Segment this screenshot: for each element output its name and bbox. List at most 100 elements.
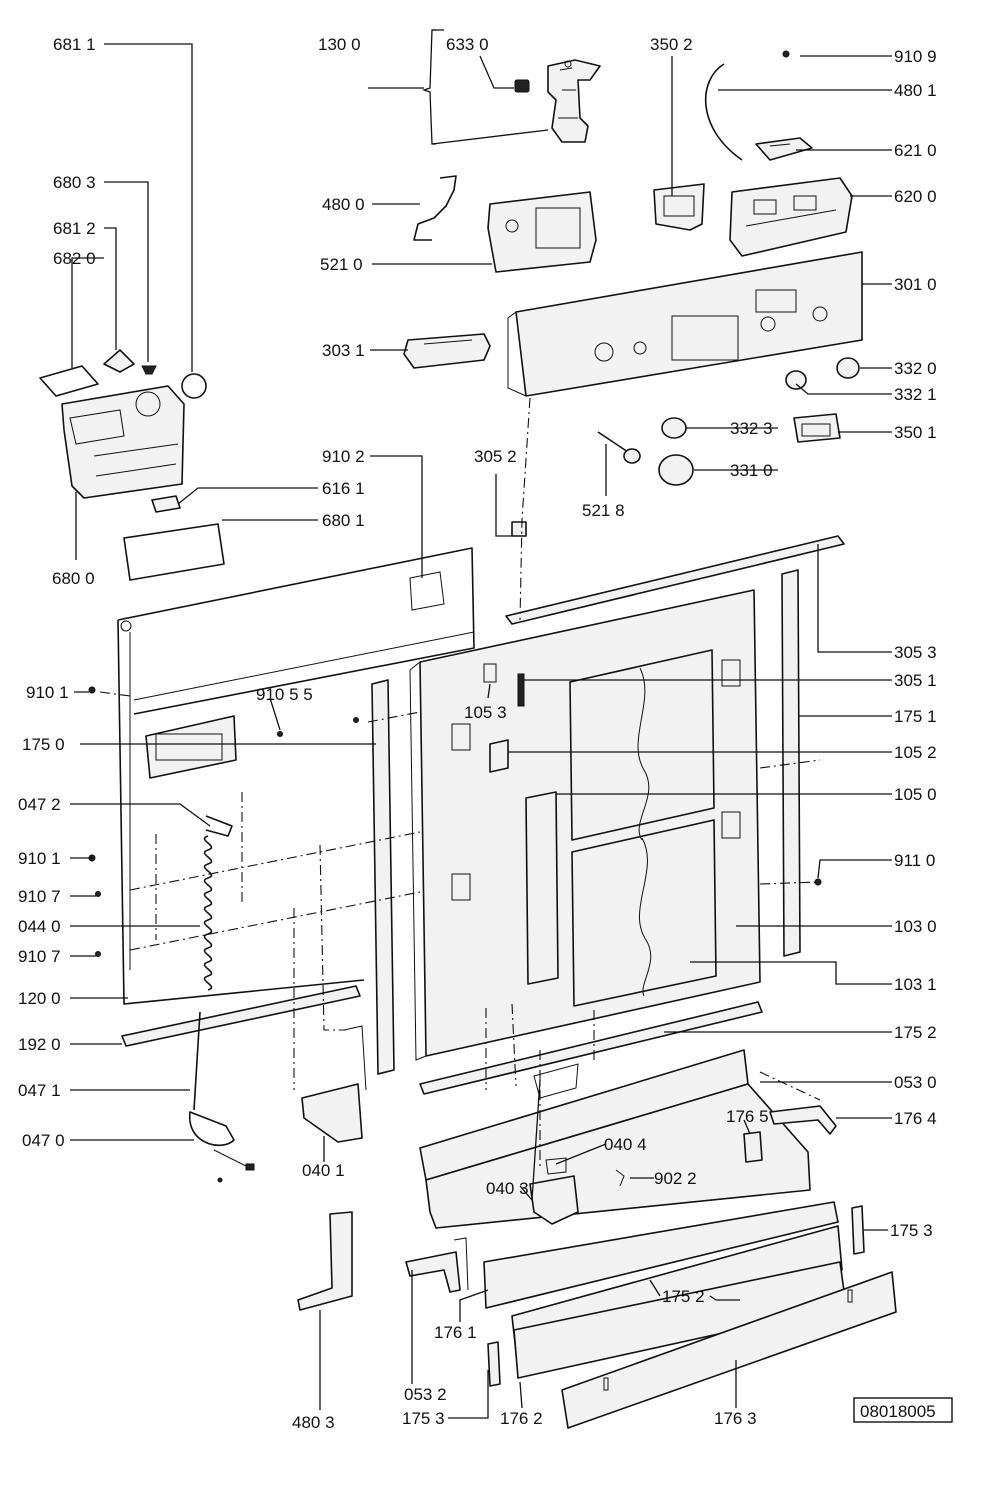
callout-040-3: 040 3 (486, 1179, 529, 1198)
callout-681-1: 681 1 (53, 35, 96, 54)
dispenser-seal-part (123, 523, 225, 581)
callout-480-3: 480 3 (292, 1413, 335, 1432)
callout-103-1: 103 1 (894, 975, 937, 994)
side-strip-left-part (371, 679, 395, 1075)
dispenser-small-gasket-part (151, 495, 181, 513)
callout-910-7-upper: 910 7 (18, 887, 61, 906)
selector-knob-part (658, 454, 694, 486)
control-panel-part (507, 251, 863, 397)
support-foot-part (297, 1211, 353, 1311)
callout-176-2: 176 2 (500, 1409, 543, 1428)
wire-harness-part (413, 175, 457, 241)
callout-680-3: 680 3 (53, 173, 96, 192)
cord-part (189, 1011, 255, 1171)
callout-521-8: 521 8 (582, 501, 625, 520)
callout-910-1-upper: 910 1 (26, 683, 69, 702)
hinge-bracket-part (301, 1025, 367, 1143)
callout-047-2: 047 2 (18, 795, 61, 814)
cable-clip-part (514, 79, 530, 93)
window-bracket-part (145, 715, 237, 779)
kick-plate-strip-1-part (483, 1201, 839, 1309)
door-hinge-bar-part (121, 985, 361, 1047)
dispenser-body-part (61, 385, 185, 499)
callout-633-0: 633 0 (446, 35, 489, 54)
control-bracket-part (755, 137, 813, 161)
handle-part (529, 1157, 579, 1225)
kick-plate-panel-part (561, 1271, 897, 1429)
spring-part (203, 815, 233, 991)
door-lock-assembly-part (547, 59, 601, 143)
button-strip-part (403, 333, 491, 369)
callout-332-3: 332 3 (730, 419, 773, 438)
callout-332-0: 332 0 (894, 359, 937, 378)
callout-305-2: 305 2 (474, 447, 517, 466)
door-spring-wire-part (704, 50, 790, 161)
callout-175-2-upper: 175 2 (894, 1023, 937, 1042)
callout-176-4: 176 4 (894, 1109, 937, 1128)
callout-176-5: 176 5 (726, 1107, 769, 1126)
callout-332-1: 332 1 (894, 385, 937, 404)
dispenser-gasket-part (39, 365, 99, 397)
callout-303-1: 303 1 (322, 341, 365, 360)
callout-620-0: 620 0 (894, 187, 937, 206)
callout-103-0: 103 0 (894, 917, 937, 936)
dispenser-spring-part (141, 365, 157, 375)
callout-047-1: 047 1 (18, 1081, 61, 1100)
callout-175-0: 175 0 (22, 735, 65, 754)
panel-clip-part (511, 521, 527, 537)
callout-480-0: 480 0 (322, 195, 365, 214)
callout-105-3: 105 3 (464, 703, 507, 722)
plate-clip-part (615, 1131, 763, 1187)
control-module-part (729, 177, 853, 257)
callout-910-1-lower: 910 1 (18, 849, 61, 868)
door-switch-part (653, 183, 705, 231)
callout-911-0: 911 0 (894, 851, 935, 870)
bottom-door-strip-part (419, 1001, 763, 1095)
outer-door-panel-part (409, 589, 761, 1061)
selector-cap-part (661, 417, 687, 439)
callout-680-0: 680 0 (52, 569, 95, 588)
callout-175-3-right: 175 3 (890, 1221, 933, 1240)
callout-120-0: 120 0 (18, 989, 61, 1008)
callout-902-2: 902 2 (654, 1169, 697, 1188)
callout-910-5-5: 910 5 5 (256, 685, 313, 704)
callout-682-0: 682 0 (53, 249, 96, 268)
knob-insert-part (785, 370, 807, 390)
callout-616-1: 616 1 (322, 479, 365, 498)
callout-040-1: 040 1 (302, 1161, 345, 1180)
callout-331-0: 331 0 (730, 461, 773, 480)
callout-176-1: 176 1 (434, 1323, 477, 1342)
end-cap-left-part (487, 1341, 501, 1387)
callout-681-2: 681 2 (53, 219, 96, 238)
callout-480-1: 480 1 (894, 81, 937, 100)
callout-301-0: 301 0 (894, 275, 937, 294)
callout-176-3: 176 3 (714, 1409, 757, 1428)
end-cap-right-part (851, 1205, 865, 1255)
callout-910-9: 910 9 (894, 47, 937, 66)
callout-621-0: 621 0 (894, 141, 937, 160)
callout-105-2: 105 2 (894, 743, 937, 762)
callout-910-2: 910 2 (322, 447, 365, 466)
callout-350-2: 350 2 (650, 35, 693, 54)
corner-bracket-part (405, 1237, 469, 1293)
dispenser-lid-part (103, 349, 135, 373)
callout-305-3: 305 3 (894, 643, 937, 662)
callout-350-1: 350 1 (894, 423, 937, 442)
callout-175-3-lower: 175 3 (402, 1409, 445, 1428)
callout-305-1: 305 1 (894, 671, 937, 690)
callout-053-0: 053 0 (894, 1073, 937, 1092)
hinge-lever-part (769, 1105, 837, 1135)
callout-044-0: 044 0 (18, 917, 61, 936)
callout-labels: 681 1 130 0 633 0 350 2 910 9 480 1 621 … (18, 35, 937, 1432)
knob-part (836, 357, 860, 379)
callout-910-7-lower: 910 7 (18, 947, 61, 966)
callout-053-2: 053 2 (404, 1385, 447, 1404)
dispenser-cap-part (181, 373, 207, 399)
top-door-strip-part (505, 535, 845, 625)
callout-040-4: 040 4 (604, 1135, 647, 1154)
callout-192-0: 192 0 (18, 1035, 61, 1054)
potentiometer-part (597, 431, 641, 464)
electronic-board-part (487, 191, 597, 273)
callout-105-0: 105 0 (894, 785, 937, 804)
